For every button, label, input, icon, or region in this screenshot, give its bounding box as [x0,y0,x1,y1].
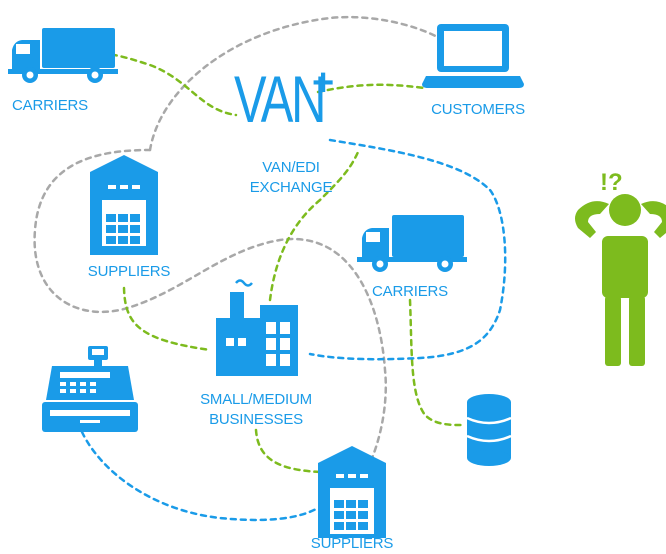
van-logo: VAN + [234,64,344,144]
smb-label-line1: SMALL/MEDIUM [200,391,312,408]
grey-link-top-arc [148,15,447,152]
grey-link-left-loop [33,148,388,482]
carriers-label-top: CARRIERS [12,97,88,114]
suppliers-label-left: SUPPLIERS [87,263,171,280]
confused-mark: !? [600,169,623,196]
van-edi-label: VAN/EDI [262,159,320,176]
truck-icon [357,215,467,272]
factory-icon [216,279,298,376]
blue-link-van-carriers-loop [308,138,507,361]
green-link-suppliers-smb [122,286,212,352]
green-link-smb-van [268,150,360,302]
green-link-van-customers [316,83,426,94]
truck-icon [8,28,118,83]
van-logo-text: VAN [234,62,326,136]
database-icon [466,394,512,466]
cash-register-icon [42,346,138,432]
customers-label: CUSTOMERS [431,101,525,118]
laptop-icon [422,24,524,88]
blue-link-register-suppliers [80,430,320,522]
carriers-label-right: CARRIERS [372,283,448,300]
suppliers-label-bottom: SUPPLIERS [310,535,394,552]
warehouse-icon [90,155,158,255]
van-plus: + [312,62,335,104]
smb-label-line2: BUSINESSES [209,411,303,428]
confused-person-icon [575,194,666,366]
green-link-smb-suppliers [254,428,322,474]
green-link-carriers-db [408,298,464,427]
warehouse-icon [318,446,386,538]
exchange-label: EXCHANGE [249,179,333,196]
